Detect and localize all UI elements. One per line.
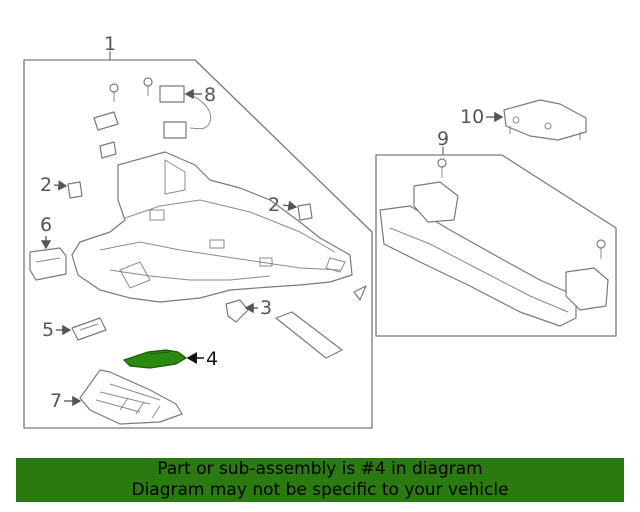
crossmember-9 [379, 181, 609, 327]
bezel-5 [71, 317, 107, 341]
switch-6 [29, 247, 67, 281]
callout-4: 4 [206, 348, 218, 370]
clip-2-left [67, 181, 83, 199]
fastener-screw-1 [109, 83, 119, 102]
callout-1: 1 [104, 33, 116, 55]
bolt-9b [596, 239, 606, 259]
bracket-10 [503, 99, 587, 141]
pad-strip [275, 311, 343, 359]
part-4-highlighted [122, 349, 188, 369]
clip-flat [99, 141, 117, 159]
bracket-small [93, 111, 119, 131]
callout-5: 5 [42, 319, 54, 341]
console-housing [71, 151, 353, 303]
callout-3: 3 [260, 297, 272, 319]
fastener-screw-2 [143, 77, 153, 96]
callout-10: 10 [460, 106, 484, 128]
callout-2-left: 2 [40, 174, 52, 196]
callout-2-right: 2 [268, 194, 280, 216]
harness-connector-8 [159, 85, 212, 139]
callout-9: 9 [437, 128, 449, 150]
banner-line-2: Diagram may not be specific to your vehi… [131, 480, 509, 500]
info-banner: Part or sub-assembly is #4 in diagram Di… [16, 458, 624, 502]
tray-7 [79, 369, 183, 425]
banner-line-1: Part or sub-assembly is #4 in diagram [157, 459, 483, 479]
callout-7: 7 [50, 390, 62, 412]
assembly-1-frame [23, 51, 373, 429]
bolt-9a [437, 158, 447, 178]
wedge-small [353, 285, 367, 301]
assembly-9-frame [375, 146, 617, 337]
clip-3 [225, 299, 249, 323]
callout-6: 6 [40, 214, 52, 236]
clip-2-right [297, 203, 313, 221]
callout-8: 8 [204, 84, 216, 106]
